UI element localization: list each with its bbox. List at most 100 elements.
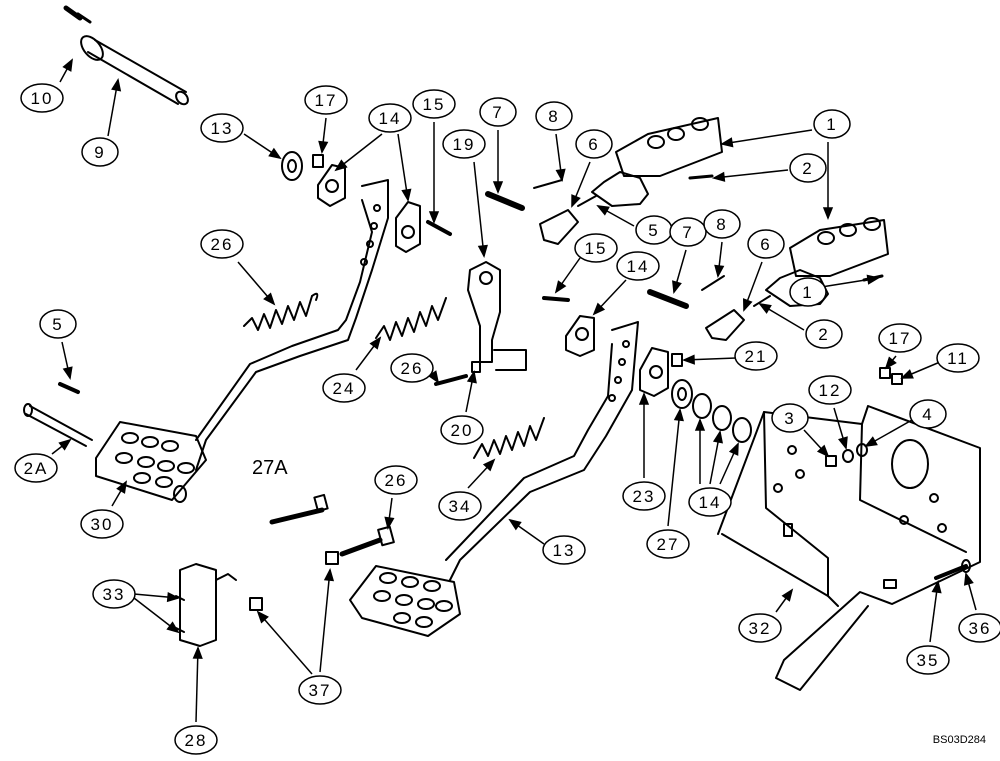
callout-number: 33 (103, 585, 126, 604)
callout-number: 36 (969, 619, 992, 638)
callout-bubble-5: 5 (635, 215, 673, 245)
pedal-frame-35 (717, 405, 981, 691)
leader-arrowhead (323, 567, 335, 582)
leader-arrowhead (428, 211, 440, 225)
leader-arrowhead (694, 417, 706, 431)
leader-arrowhead (111, 78, 122, 92)
spring-26-b (375, 297, 447, 341)
leader-arrowhead (401, 188, 412, 202)
callout-bubble-19: 19 (442, 129, 486, 159)
callout-number: 37 (309, 681, 332, 700)
callout-number: 1 (802, 283, 813, 302)
leader-arrowhead (681, 354, 695, 365)
leader-line (195, 647, 199, 723)
pedal-arm-34 (95, 179, 389, 503)
bolt-20 (434, 374, 468, 386)
nut-28-a (325, 551, 339, 565)
callout-bubble-17: 17 (304, 85, 348, 115)
master-cylinder-1-upper (577, 117, 723, 207)
callout-bubble-14: 14 (688, 487, 732, 517)
bolt-27 (339, 537, 383, 557)
callout-bubble-3: 3 (771, 403, 809, 433)
leader-arrowhead (508, 518, 522, 531)
bolt-27a (269, 507, 325, 525)
callout-number: 23 (633, 487, 656, 506)
nut-17-lower (671, 353, 683, 367)
leader-line (319, 569, 331, 673)
callout-number: 6 (588, 135, 599, 154)
leader-arrowhead (384, 516, 395, 531)
leader-arrowhead (758, 302, 772, 314)
spring-26-c (473, 417, 545, 459)
leader-arrowhead (466, 370, 477, 384)
callout-bubble-13: 13 (200, 113, 244, 143)
leader-arrowhead (477, 244, 488, 259)
callout-number: 8 (716, 215, 727, 234)
callout-bubble-13: 13 (542, 535, 586, 565)
washer-30-b (712, 405, 732, 431)
clevis-pin-7-upper (485, 191, 525, 211)
callout-number: 13 (553, 541, 576, 560)
washer-13-upper (281, 151, 303, 181)
callout-number: 10 (31, 89, 54, 108)
callout-number: 5 (52, 315, 63, 334)
cotter-pin-8-upper (533, 179, 563, 189)
callout-bubble-6: 6 (575, 129, 613, 159)
leader-arrowhead (714, 264, 725, 279)
washer-37 (961, 559, 971, 573)
pivot-shaft (63, 5, 189, 106)
callout-number: 14 (627, 257, 650, 276)
leader-arrowhead (482, 458, 496, 472)
callout-number: 6 (760, 235, 771, 254)
callout-number: 3 (784, 409, 795, 428)
callout-number: 14 (379, 109, 402, 128)
callout-number: 15 (423, 95, 446, 114)
drawing-code: BS03D284 (932, 734, 986, 746)
leader-arrowhead (62, 366, 73, 380)
callout-number: 8 (548, 107, 559, 126)
leader-arrowhead (256, 610, 269, 624)
callout-number: 17 (889, 329, 912, 348)
leader-line (473, 161, 485, 257)
callout-bubble-10: 10 (20, 83, 64, 113)
callout-bubble-21: 21 (734, 341, 778, 371)
leader-arrowhead (638, 391, 650, 405)
callout-number: 7 (492, 103, 503, 122)
leader-line (721, 129, 813, 145)
callout-bubble-32: 32 (738, 613, 782, 643)
leader-line (667, 409, 681, 527)
leader-arrowhead (492, 181, 504, 195)
leader-line (397, 133, 409, 201)
brake-switch-31 (175, 563, 237, 647)
leader-arrowhead (728, 442, 739, 456)
callout-number: 5 (648, 221, 659, 240)
cotter-pin-8-lower (701, 275, 725, 291)
callout-bubble-1: 1 (813, 109, 851, 139)
callout-number: 11 (947, 349, 969, 368)
leader-arrowhead (555, 168, 566, 183)
leader-arrowhead (166, 591, 181, 603)
callout-number: 15 (585, 239, 608, 258)
leader-arrowhead (963, 572, 974, 586)
leader-arrowhead (369, 336, 382, 350)
callout-bubble-2a: 2A (14, 453, 58, 483)
leader-arrowhead (554, 280, 567, 294)
leader-arrowhead (268, 147, 282, 160)
callout-bubble-9: 9 (81, 137, 119, 167)
callout-bubble-27: 27 (646, 529, 690, 559)
callout-number: 14 (699, 493, 722, 512)
bracket-14-b (395, 201, 421, 253)
master-cylinder-1-lower (753, 217, 889, 307)
callout-bubble-20: 20 (440, 415, 484, 445)
leader-arrowhead (712, 430, 723, 444)
callout-bubble-1: 1 (789, 277, 827, 307)
bracket-14-c (565, 315, 595, 357)
callout-number: 30 (91, 515, 114, 534)
callout-number: 19 (453, 135, 476, 154)
clevis-6-upper (539, 209, 579, 245)
callout-number: 13 (211, 119, 234, 138)
leader-arrowhead (742, 298, 753, 312)
callout-bubble-26: 26 (390, 353, 434, 383)
callout-number: 32 (749, 619, 772, 638)
